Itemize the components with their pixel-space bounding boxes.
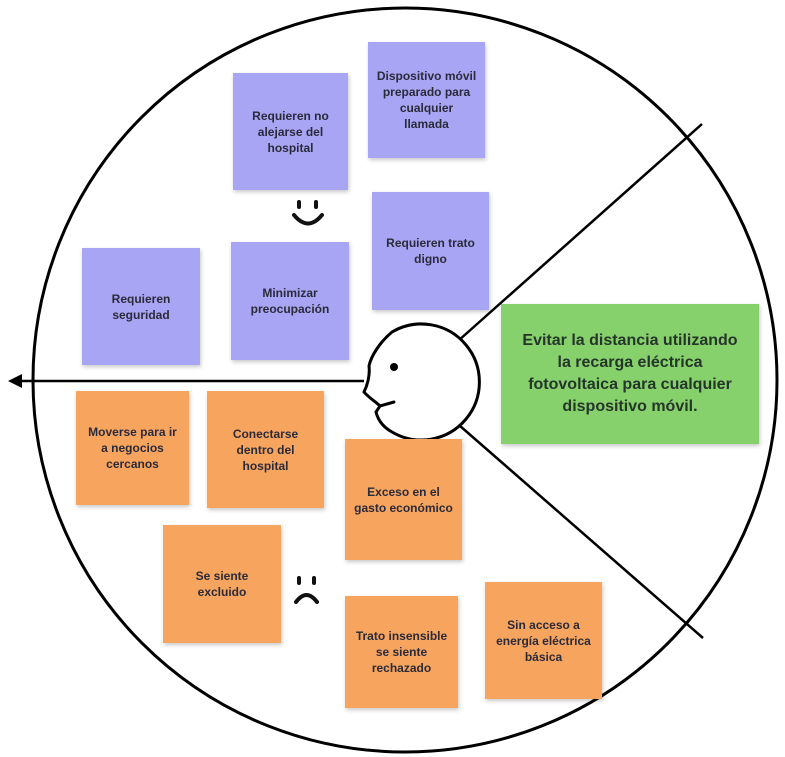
- negative-note[interactable]: Moverse para ir a negocios cercanos: [76, 391, 189, 505]
- negative-note[interactable]: Exceso en el gasto económico: [345, 439, 462, 560]
- negative-note[interactable]: Sin acceso a energía eléctrica básica: [485, 582, 602, 699]
- negative-note[interactable]: Trato insensible se siente rechazado: [345, 596, 458, 708]
- positive-note[interactable]: Minimizar preocupación: [231, 242, 349, 360]
- divider-lower: [443, 411, 704, 639]
- positive-note[interactable]: Requieren seguridad: [82, 248, 200, 365]
- positive-note[interactable]: Requieren no alejarse del hospital: [233, 73, 348, 190]
- positive-note[interactable]: Dispositivo móvil preparado para cualqui…: [368, 42, 485, 158]
- divider-upper: [439, 123, 703, 358]
- frowning-face-icon: [291, 574, 323, 610]
- smiley-face-icon: [290, 196, 326, 236]
- arrow-head: [8, 374, 22, 388]
- person-head-icon: [362, 322, 481, 442]
- negative-note[interactable]: Conectarse dentro del hospital: [207, 391, 324, 508]
- positive-note[interactable]: Requieren trato digno: [372, 192, 489, 310]
- negative-note[interactable]: Se siente excluido: [163, 525, 281, 643]
- goal-note[interactable]: Evitar la distancia utilizando la recarg…: [501, 304, 759, 444]
